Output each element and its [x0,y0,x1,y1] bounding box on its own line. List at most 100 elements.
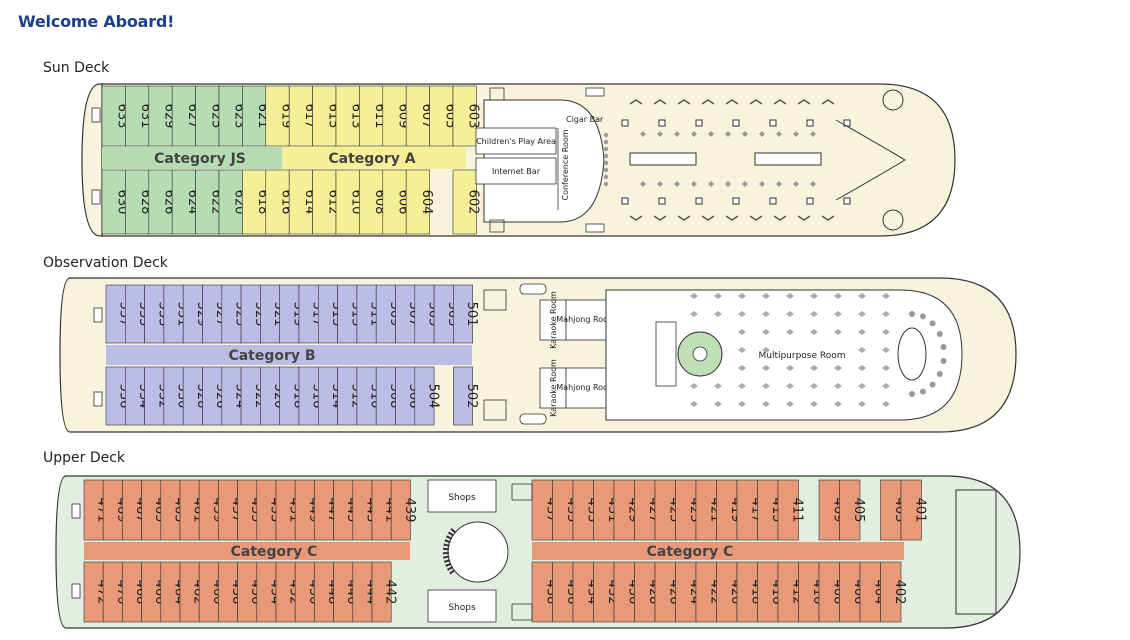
cabin[interactable]: 602 [452,169,481,235]
seat-icon [738,401,746,407]
cabin[interactable]: 442 [371,561,398,623]
seat-icon [603,174,609,180]
category-label: Category A [328,151,415,167]
seat-icon [834,311,842,317]
cabin[interactable]: 412 [777,561,804,623]
cabin[interactable]: 504 [414,366,441,426]
deck-chair-icon [749,99,763,105]
observation-furniture [690,293,947,407]
seat-icon [793,131,799,137]
seat-icon [603,139,609,145]
cabin[interactable]: 405 [839,479,866,541]
seat-icon [603,167,609,173]
seat-icon [738,329,746,335]
cabin[interactable]: 501 [453,284,479,344]
venue-label: Internet Bar [492,167,541,176]
seat-icon [708,131,714,137]
table-icon [695,119,703,127]
cabin[interactable]: 439 [390,479,417,541]
seat-icon [690,293,698,299]
deck-title-upper: Upper Deck [43,450,126,466]
cabin[interactable]: 469 [102,479,129,541]
seat-icon [690,383,698,389]
seat-icon [786,401,794,407]
cabin[interactable]: 603 [452,85,481,147]
seat-icon [810,181,816,187]
seat-icon [834,329,842,335]
category-c-band-fwd [532,542,904,560]
seat-icon [762,293,770,299]
cabin-number: 602 [466,190,481,215]
cabin[interactable]: 402 [880,561,907,623]
seat-icon [738,293,746,299]
seat-icon [691,181,697,187]
stairs-icon [511,483,533,501]
table-icon [806,119,814,127]
cabin[interactable]: 401 [900,479,927,541]
seat-icon [882,311,890,317]
seat-icon [657,131,663,137]
seat-icon [762,329,770,335]
seat-icon [603,132,609,138]
venue-label: Karaoke Room [549,291,558,349]
seat-icon [786,329,794,335]
seat-icon [834,401,842,407]
bow-bell-icon [882,209,904,231]
sun-bar-counter [629,152,697,166]
seat-icon [810,293,818,299]
stairs-icon [511,603,533,621]
deck-chair-icon [701,215,715,221]
category-a-band [282,147,466,169]
cabin[interactable]: 534 [125,366,151,426]
category-b-band [106,345,472,365]
seat-icon [929,320,936,327]
deck-chair-icon [629,99,643,105]
dance-floor [897,327,927,381]
cabin[interactable]: 471 [83,479,110,541]
lifeboat-icon [71,583,81,599]
cabin[interactable]: 502 [453,366,479,426]
cabin-number: 411 [789,498,804,523]
deck-chair-icon [797,215,811,221]
childrens-play-area [475,127,557,155]
category-label: Category C [647,544,734,560]
cabin[interactable]: 452 [275,561,302,623]
cabin-number: 502 [464,384,479,409]
cabin-number: 504 [425,384,440,409]
shops [427,589,497,623]
bow-canopy [835,119,906,201]
lifeboat-icon [93,307,103,323]
cabin[interactable]: 411 [777,479,804,541]
seat-icon [882,401,890,407]
cabin-number: 405 [851,498,866,523]
internet-bar [475,157,557,185]
category-label: Category B [228,348,315,364]
seat-icon [793,181,799,187]
seat-icon [603,146,609,152]
seat-icon [738,383,746,389]
venue-label: Shops [448,603,476,613]
seat-icon [742,131,748,137]
seat-icon [762,401,770,407]
category-label: Category JS [154,151,246,167]
deck-chair-icon [629,215,643,221]
deck-chair-icon [677,215,691,221]
seat-icon [674,181,680,187]
table-icon [769,119,777,127]
mahjong-room [565,299,607,341]
seat-icon [725,131,731,137]
table-icon [658,119,666,127]
deck-chair-icon [821,215,835,221]
seat-icon [657,181,663,187]
seat-icon [674,131,680,137]
seat-icon [776,131,782,137]
seat-icon [936,331,943,337]
seat-icon [882,365,890,371]
cabin[interactable]: 604 [405,169,434,235]
seat-icon [929,381,936,388]
